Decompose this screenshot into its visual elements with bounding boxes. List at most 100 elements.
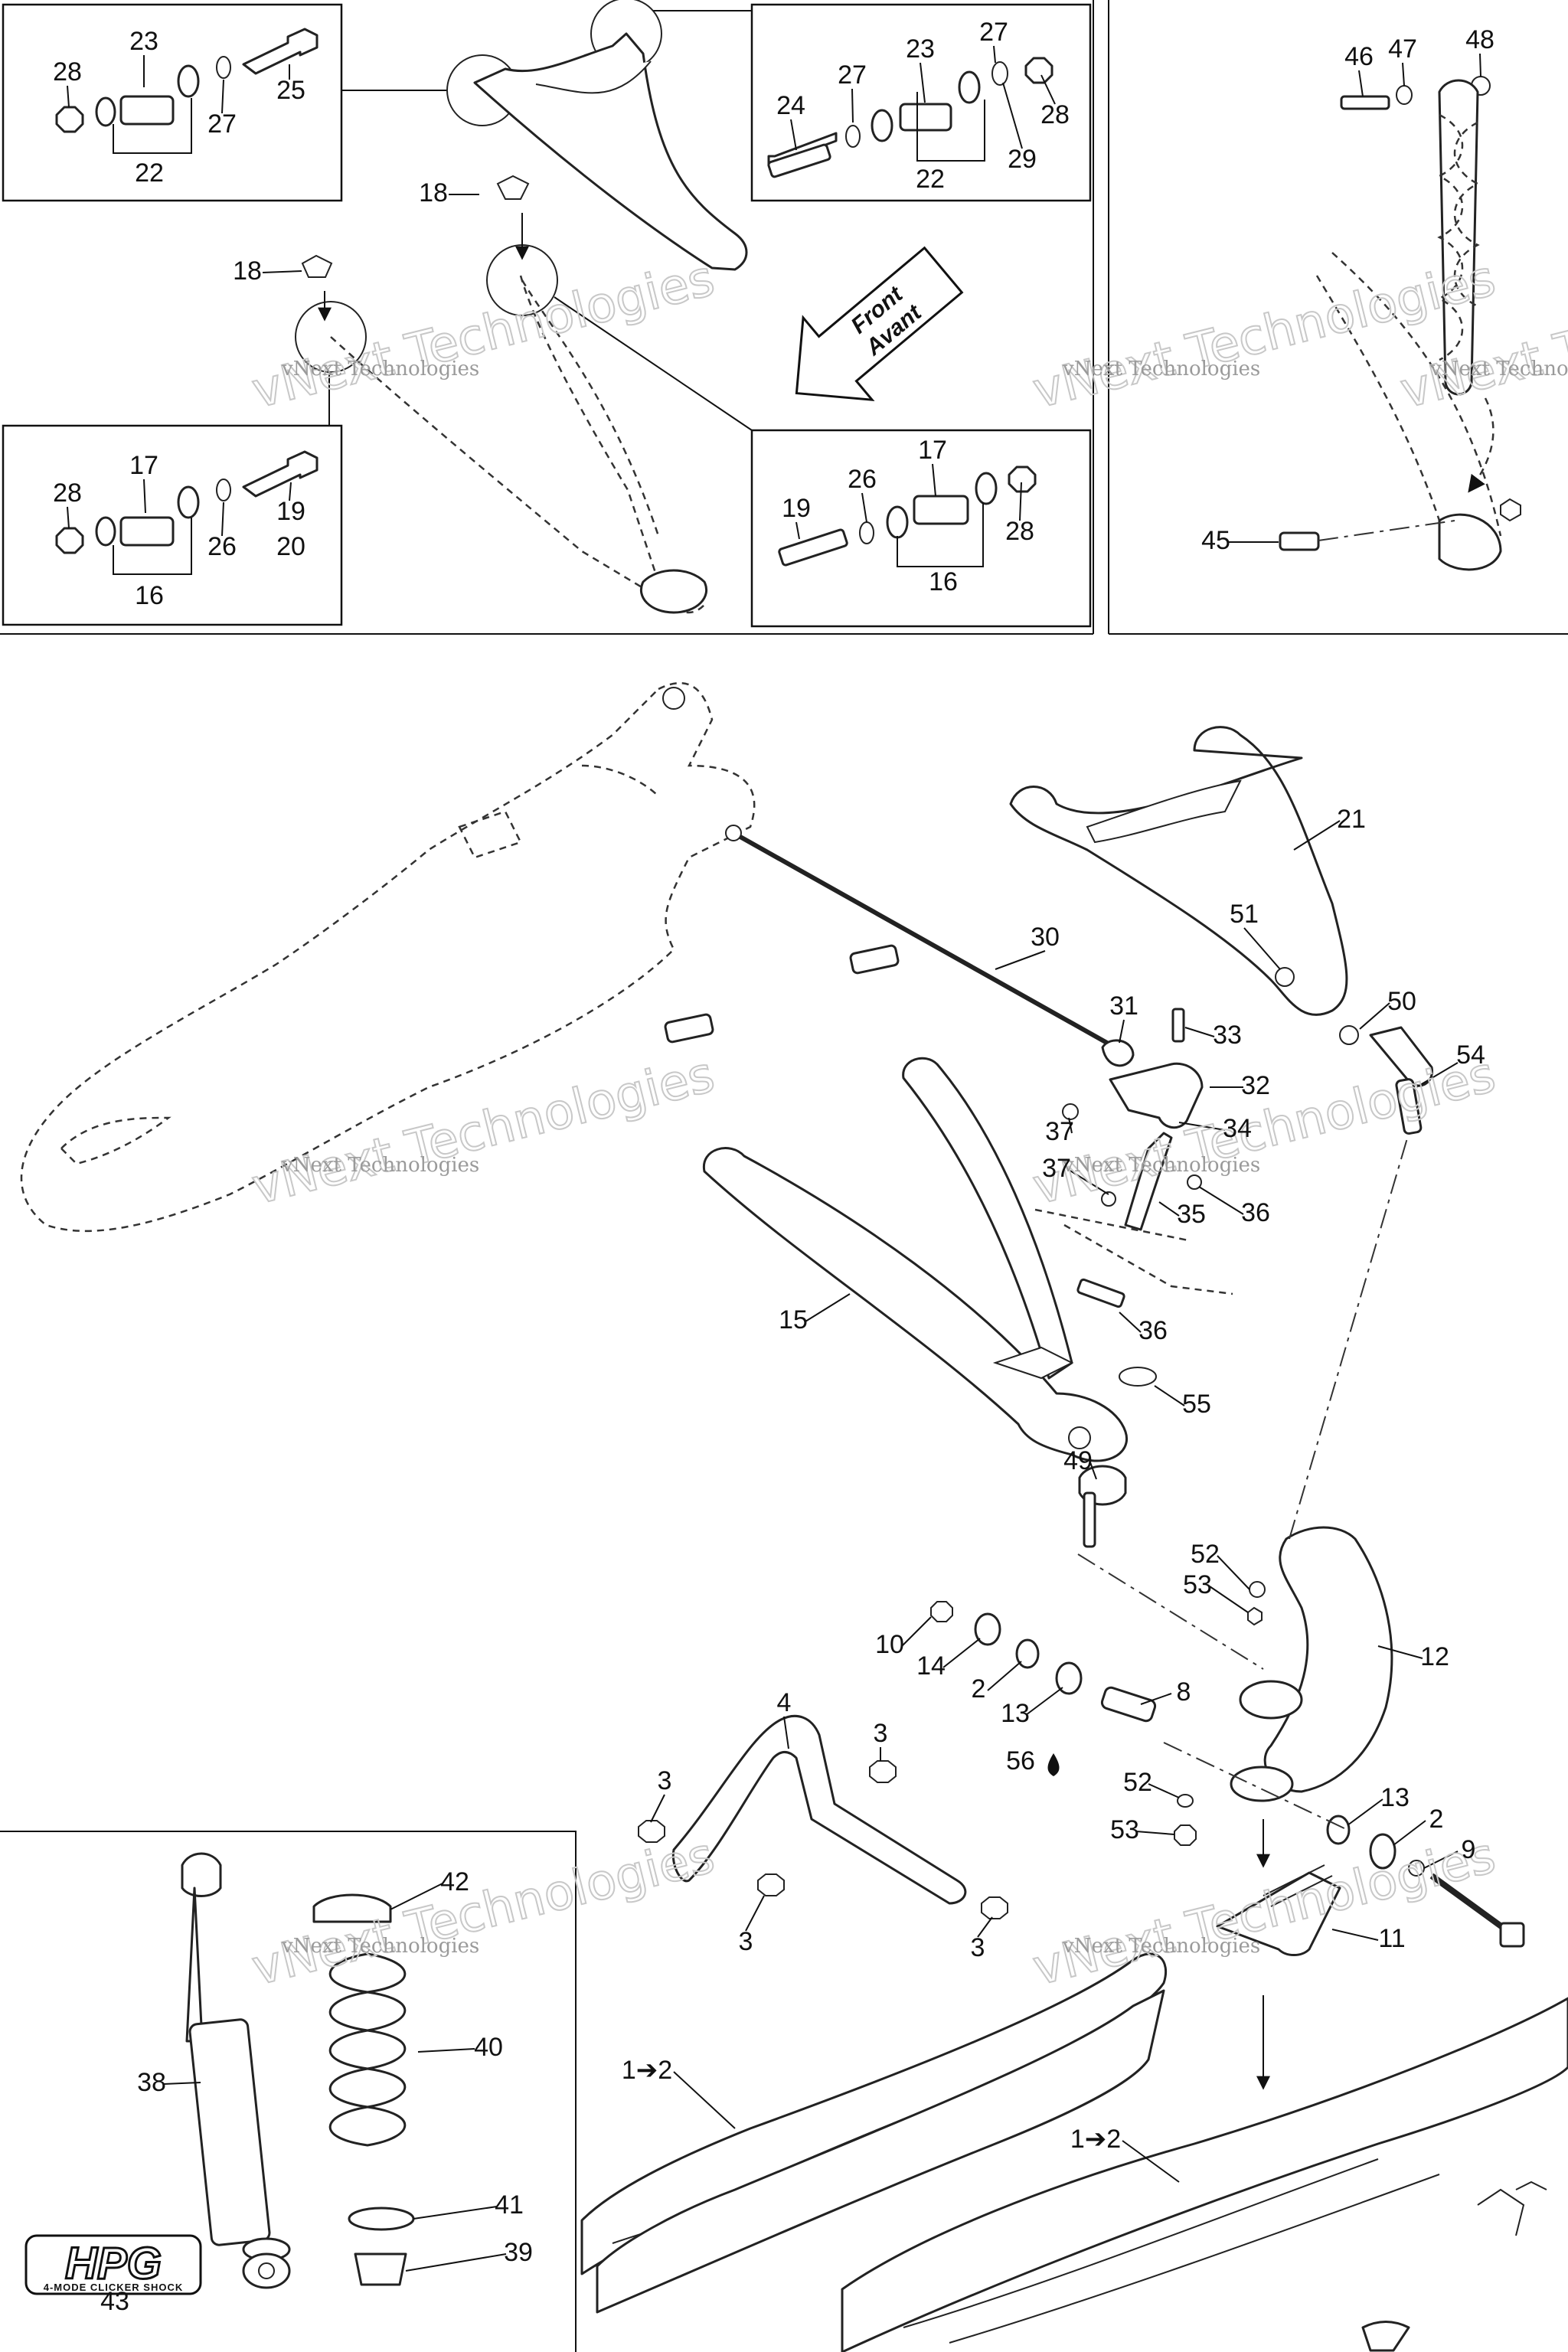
- callout-c37a: 37: [1045, 1117, 1074, 1146]
- callout-c33: 33: [1213, 1021, 1242, 1050]
- watermark-text: vNext Technologies: [1062, 1154, 1260, 1177]
- callout-c27a: 27: [207, 109, 237, 139]
- callout-c24: 24: [776, 91, 805, 120]
- hpg-logo: HPG 4-MODE CLICKER SHOCK: [24, 2234, 202, 2295]
- callout-c32: 32: [1241, 1071, 1270, 1100]
- callout-c28c: 28: [53, 479, 82, 508]
- callout-c19a: 19: [276, 497, 305, 526]
- callout-c13b: 13: [1380, 1783, 1410, 1812]
- upper-frame: [0, 0, 1568, 635]
- upper-a-arm: [1009, 726, 1433, 1135]
- callout-c17b: 17: [918, 436, 947, 465]
- callout-c4: 4: [777, 1688, 792, 1717]
- callout-c25: 25: [276, 76, 305, 105]
- callout-c49: 49: [1063, 1446, 1093, 1475]
- watermark-text: vNext Technologies: [1429, 358, 1568, 381]
- callout-c11: 11: [1378, 1924, 1405, 1953]
- callout-c52a: 52: [1191, 1540, 1220, 1569]
- callout-c1to2b: 1➔2: [1070, 2125, 1121, 2154]
- hpg-logo-subtext: 4-MODE CLICKER SHOCK: [44, 2282, 184, 2293]
- callout-c37b: 37: [1042, 1154, 1071, 1183]
- watermark-text: vNext Technologies: [281, 1935, 479, 1958]
- callout-c17a: 17: [129, 451, 158, 480]
- callout-c3c: 3: [739, 1927, 753, 1956]
- callout-c31: 31: [1109, 991, 1138, 1021]
- callout-c40: 40: [474, 2033, 503, 2062]
- callout-c35: 35: [1177, 1200, 1206, 1229]
- callout-c19b: 19: [782, 494, 811, 523]
- callout-c20: 20: [276, 532, 305, 561]
- spindle: [1230, 1132, 1410, 1802]
- watermark-text: vNext Technologies: [281, 1154, 479, 1177]
- callout-c48: 48: [1465, 25, 1494, 54]
- callout-c42: 42: [440, 1867, 469, 1896]
- callout-c23a: 23: [129, 27, 158, 56]
- detail-box-upper-right: [643, 3, 1092, 202]
- callout-c9: 9: [1462, 1835, 1476, 1864]
- callout-c26b: 26: [848, 465, 877, 494]
- ski-stopper-11: [1216, 1819, 1341, 2090]
- callout-c3b: 3: [658, 1766, 672, 1795]
- detail-box-lower-right: [554, 296, 1092, 628]
- callout-c29: 29: [1008, 145, 1037, 174]
- spindle-hardware: [930, 1601, 1525, 1948]
- sway-bar-link: [725, 825, 1135, 1067]
- callout-c28b: 28: [1040, 100, 1070, 129]
- callout-c52b: 52: [1123, 1768, 1152, 1797]
- callout-c3a: 3: [874, 1719, 888, 1748]
- callout-c12: 12: [1420, 1642, 1449, 1671]
- callout-c10: 10: [875, 1630, 904, 1659]
- callout-c28a: 28: [53, 57, 82, 87]
- callout-c13a: 13: [1001, 1699, 1030, 1728]
- callout-c1to2a: 1➔2: [622, 2056, 672, 2085]
- callout-c50: 50: [1387, 987, 1416, 1016]
- leader-lines: [67, 45, 1481, 2272]
- callout-c3d: 3: [971, 1933, 985, 1962]
- callout-c38: 38: [137, 2068, 166, 2097]
- callout-c16a: 16: [135, 581, 164, 610]
- callout-c8: 8: [1177, 1677, 1191, 1707]
- callout-c26a: 26: [207, 532, 237, 561]
- hpg-logo-text: HPG: [65, 2239, 162, 2288]
- callout-c53b: 53: [1110, 1815, 1139, 1844]
- callout-c41: 41: [495, 2190, 524, 2220]
- callout-c2b: 2: [1429, 1805, 1444, 1834]
- callout-c15: 15: [779, 1305, 808, 1334]
- front-direction-arrow: Front Avant: [795, 246, 964, 402]
- callout-c56: 56: [1006, 1746, 1035, 1775]
- callout-c22a: 22: [135, 158, 164, 188]
- watermark-text: vNext Technologies: [1062, 1935, 1260, 1958]
- callout-c34: 34: [1223, 1114, 1252, 1143]
- callout-c14: 14: [916, 1651, 946, 1681]
- callout-c54: 54: [1456, 1040, 1485, 1070]
- callout-c23b: 23: [906, 34, 935, 64]
- watermark-text: vNext Technologies: [1062, 358, 1260, 381]
- callout-c27b: 27: [979, 18, 1008, 47]
- lower-a-arm: [703, 1057, 1264, 1670]
- callout-c16b: 16: [929, 567, 958, 596]
- chassis-ghost: [20, 681, 900, 1233]
- detail-box-lower-left: [2, 374, 343, 626]
- callout-c46: 46: [1344, 42, 1374, 71]
- callout-c27c: 27: [838, 60, 867, 90]
- callout-c2a: 2: [972, 1674, 986, 1704]
- callout-c39: 39: [504, 2238, 533, 2267]
- callout-c55: 55: [1182, 1390, 1211, 1419]
- callout-c36b: 36: [1138, 1316, 1168, 1345]
- watermark-text: vNext Technologies: [281, 358, 479, 381]
- callout-c21: 21: [1337, 805, 1366, 834]
- handle-loop: [638, 1714, 1008, 1919]
- callout-c51: 51: [1230, 900, 1259, 929]
- steering-bracket: [1062, 1008, 1204, 1231]
- callout-c45: 45: [1201, 526, 1230, 555]
- ski-left: [580, 1952, 1168, 2314]
- upper-a-arm-ghost: [295, 0, 748, 614]
- callout-c53a: 53: [1183, 1570, 1212, 1599]
- callout-c43: 43: [100, 2287, 129, 2316]
- watermark-outline: vNext Technologies: [1027, 1828, 1501, 1997]
- top-shock-assembly: [1279, 76, 1521, 571]
- callout-c18b: 18: [233, 256, 262, 286]
- callout-c47: 47: [1388, 34, 1417, 64]
- callout-c36a: 36: [1241, 1198, 1270, 1227]
